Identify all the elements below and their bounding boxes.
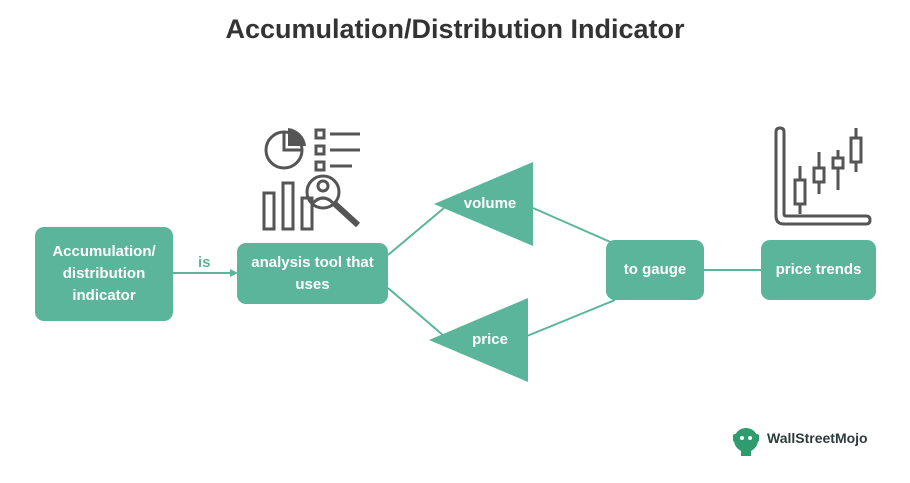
price-triangle [429,298,528,382]
analysis-tool-node: analysis tool that uses [237,243,388,304]
price-label: price [472,331,508,348]
price-trends-label: price trends [775,261,862,278]
analytics-icon [262,128,361,231]
analysis-tool-label: analysis tool that uses [251,253,374,293]
connector-volume-gauge [532,207,616,245]
indicator-label: Accumulation/ distribution indicator [52,243,156,304]
indicator-node: Accumulation/ distribution indicator [35,227,173,321]
connector-price-gauge [526,299,616,337]
gauge-node: to gauge [606,240,704,300]
connector-tool-price [387,287,445,337]
edge-label-is: is [198,254,211,271]
volume-triangle [434,162,533,246]
connector-tool-volume [387,207,445,256]
arrowhead [230,269,238,277]
wallstreetmojo-logo-icon [733,428,759,456]
gauge-label: to gauge [623,261,687,278]
price-trends-node: price trends [761,240,876,300]
volume-label: volume [463,195,517,212]
diagram-title: Accumulation/Distribution Indicator [225,14,685,44]
brand-logo-text: WallStreetMojo [767,430,868,446]
candlestick-chart-icon [774,126,872,226]
